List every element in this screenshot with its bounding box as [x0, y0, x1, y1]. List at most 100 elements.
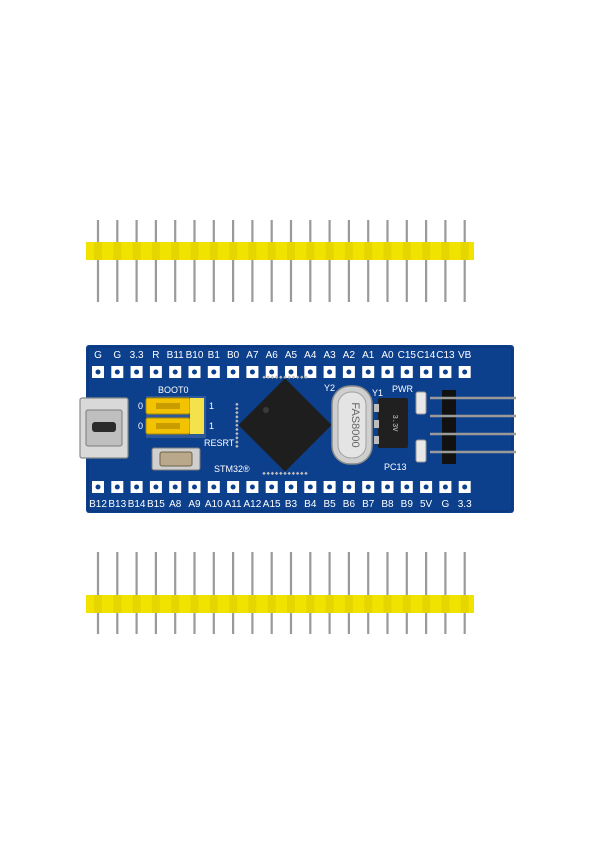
- chip-pin: [291, 375, 296, 379]
- pwr-led: [415, 391, 427, 415]
- top-pad-hole: [385, 369, 390, 375]
- top-pad-hole: [365, 369, 371, 375]
- top-pad-hole: [404, 369, 410, 375]
- bottom-pad-hole: [404, 484, 410, 490]
- bottom-header-segment: [422, 595, 431, 613]
- top-pin-label: 3.3: [130, 350, 144, 361]
- regulator-lead-3: [374, 436, 379, 444]
- bottom-pad-hole: [134, 484, 140, 490]
- bottom-pad-hole: [153, 484, 159, 490]
- top-pad-hole: [95, 369, 101, 375]
- bottom-pin-label: B4: [304, 499, 317, 510]
- top-pin-label: R: [152, 350, 159, 361]
- bottom-pin-label: A8: [169, 499, 182, 510]
- top-pad-hole: [249, 369, 255, 375]
- chip-pin: [274, 471, 279, 476]
- bottom-header-segment: [306, 595, 315, 613]
- top-header-segment: [132, 242, 141, 260]
- bottom-pad-hole: [307, 484, 313, 490]
- chip-pin: [270, 471, 275, 476]
- bottom-pad-hole: [269, 484, 275, 490]
- bottom-pin-label: B14: [128, 499, 146, 510]
- bottom-header-segment: [267, 595, 276, 613]
- top-pad-hole: [327, 369, 333, 375]
- top-pad-hole: [172, 369, 178, 375]
- bottom-pin-label: B12: [89, 499, 107, 510]
- top-pin-label: A0: [381, 350, 394, 361]
- chip-pin: [235, 402, 239, 406]
- reset-cap: [159, 451, 193, 467]
- bottom-pad-hole: [346, 484, 352, 490]
- top-pad-hole: [211, 369, 217, 375]
- top-pad-hole: [442, 369, 448, 375]
- pwr-label: PWR: [392, 384, 413, 394]
- chip-pin: [291, 471, 296, 476]
- regulator-body: [378, 398, 408, 448]
- top-header-segment: [171, 242, 180, 260]
- bottom-header-segment: [190, 595, 199, 613]
- crystal-main-ref: Y2: [324, 383, 335, 393]
- chip-pin: [295, 375, 300, 379]
- bottom-pad-row: [92, 481, 471, 493]
- top-header-segment: [190, 242, 199, 260]
- chip-pin: [266, 375, 270, 379]
- top-header-segment: [344, 242, 353, 260]
- pc13-label: PC13: [384, 462, 407, 472]
- bottom-pad-hole: [211, 484, 217, 490]
- top-pin-label: B1: [208, 350, 221, 361]
- crystal-main: Y2 FAS8000: [324, 383, 373, 465]
- top-pad-hole: [423, 369, 429, 375]
- bottom-header-segment: [209, 595, 218, 613]
- bottom-pin-label: B15: [147, 499, 165, 510]
- top-pin-label: VB: [458, 350, 472, 361]
- bottom-pad-hole: [385, 484, 390, 490]
- top-pin-label: A3: [323, 350, 336, 361]
- reset-button: RESRT STM32®: [151, 438, 250, 474]
- bottom-header-segment: [171, 595, 180, 613]
- top-pin-label: A1: [362, 350, 375, 361]
- bottom-header-segment: [229, 595, 238, 613]
- top-header-segment: [151, 242, 160, 260]
- bottom-pad-hole: [172, 484, 178, 490]
- mcu-label: STM32®: [214, 464, 250, 474]
- bottom-header-segment: [383, 595, 392, 613]
- bottom-pin-label: A12: [244, 499, 262, 510]
- bottom-header-segment: [344, 595, 353, 613]
- top-header-segment: [248, 242, 257, 260]
- bottom-pad-hole: [462, 484, 468, 490]
- jumper-boot1-slot: [156, 423, 180, 429]
- top-pad-hole: [346, 369, 352, 375]
- top-header-segment: [229, 242, 238, 260]
- chip-pin: [304, 471, 308, 476]
- reset-label: RESRT: [204, 438, 235, 448]
- top-pin-label: C13: [436, 350, 455, 361]
- bottom-pad-hole: [365, 484, 371, 490]
- top-pad-row: [92, 366, 471, 378]
- top-pad-hole: [307, 369, 313, 375]
- chip-pin: [270, 375, 275, 379]
- top-pad-hole: [269, 369, 275, 375]
- top-pin-label: A5: [285, 350, 298, 361]
- rtc-crystal-and-regulator: Y1 3.3V: [372, 388, 408, 448]
- bottom-header-segment: [441, 595, 450, 613]
- boot-label: BOOT0: [158, 385, 189, 395]
- chip-pin: [266, 471, 270, 476]
- bottom-pad-hole: [442, 484, 448, 490]
- boot0-one: 1: [209, 401, 214, 411]
- bottom-pin-label: B8: [381, 499, 394, 510]
- top-pad-hole: [153, 369, 159, 375]
- top-pin-label: A4: [304, 350, 317, 361]
- boot1-zero: 0: [138, 421, 143, 431]
- top-header-segment: [402, 242, 411, 260]
- top-header-segment: [325, 242, 334, 260]
- regulator-lead-2: [374, 420, 379, 428]
- bottom-header-segment: [132, 595, 141, 613]
- top-pin-label: A2: [343, 350, 356, 361]
- jumper-boot0-slot: [156, 403, 180, 409]
- top-pin-label: B0: [227, 350, 240, 361]
- chip-pin: [287, 471, 291, 476]
- chip-pin: [295, 471, 300, 476]
- bottom-pin-label: 3.3: [458, 499, 472, 510]
